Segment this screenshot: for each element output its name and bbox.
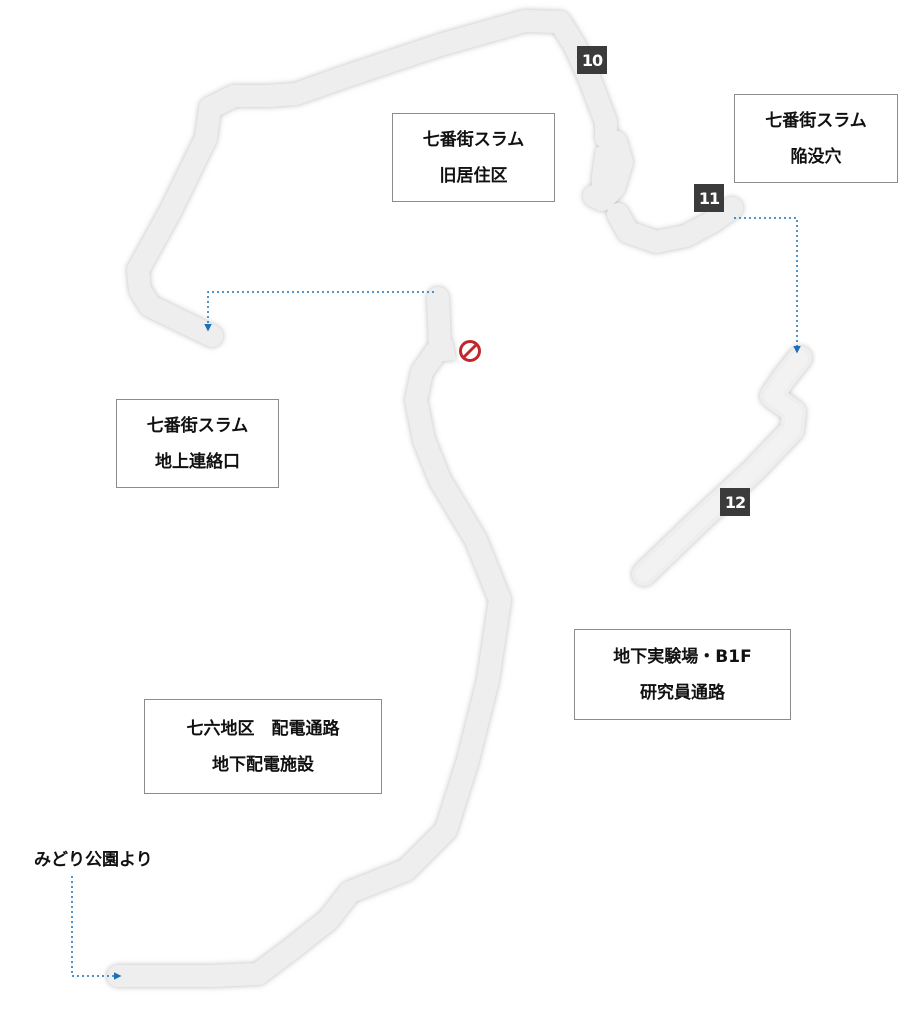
label-power-facility: 七六地区 配電通路 地下配電施設 xyxy=(144,699,382,794)
label-park-entrance: みどり公園より xyxy=(34,850,153,870)
label-old-residential-line2: 旧居住区 xyxy=(439,165,508,186)
no-entry-icon xyxy=(459,340,481,362)
label-sinkhole: 七番街スラム 陥没穴 xyxy=(734,94,898,183)
corridor-south xyxy=(107,287,511,987)
label-power-facility-line1: 七六地区 配電通路 xyxy=(186,718,340,739)
label-sinkhole-line2: 陥没穴 xyxy=(790,146,842,167)
label-research-passage: 地下実験場・B1F 研究員通路 xyxy=(574,629,791,720)
label-old-residential: 七番街スラム 旧居住区 xyxy=(392,113,555,202)
label-surface-access-line1: 七番街スラム xyxy=(146,415,249,436)
route-to-research-passage xyxy=(734,217,801,354)
corridor-research xyxy=(632,346,812,586)
marker-11: 11 xyxy=(694,184,724,212)
corridor-north xyxy=(127,10,743,347)
route-connectors xyxy=(71,217,801,980)
label-sinkhole-line1: 七番街スラム xyxy=(765,110,867,131)
marker-10: 10 xyxy=(577,46,607,74)
label-research-passage-line1: 地下実験場・B1F xyxy=(613,646,752,667)
label-surface-access: 七番街スラム 地上連絡口 xyxy=(116,399,279,488)
label-research-passage-line2: 研究員通路 xyxy=(640,682,725,703)
route-from-park xyxy=(71,876,122,980)
marker-12: 12 xyxy=(720,488,750,516)
label-surface-access-line2: 地上連絡口 xyxy=(155,451,240,472)
route-to-surface-access xyxy=(204,291,434,332)
label-old-residential-line1: 七番街スラム xyxy=(422,129,525,150)
label-power-facility-line2: 地下配電施設 xyxy=(212,754,314,775)
